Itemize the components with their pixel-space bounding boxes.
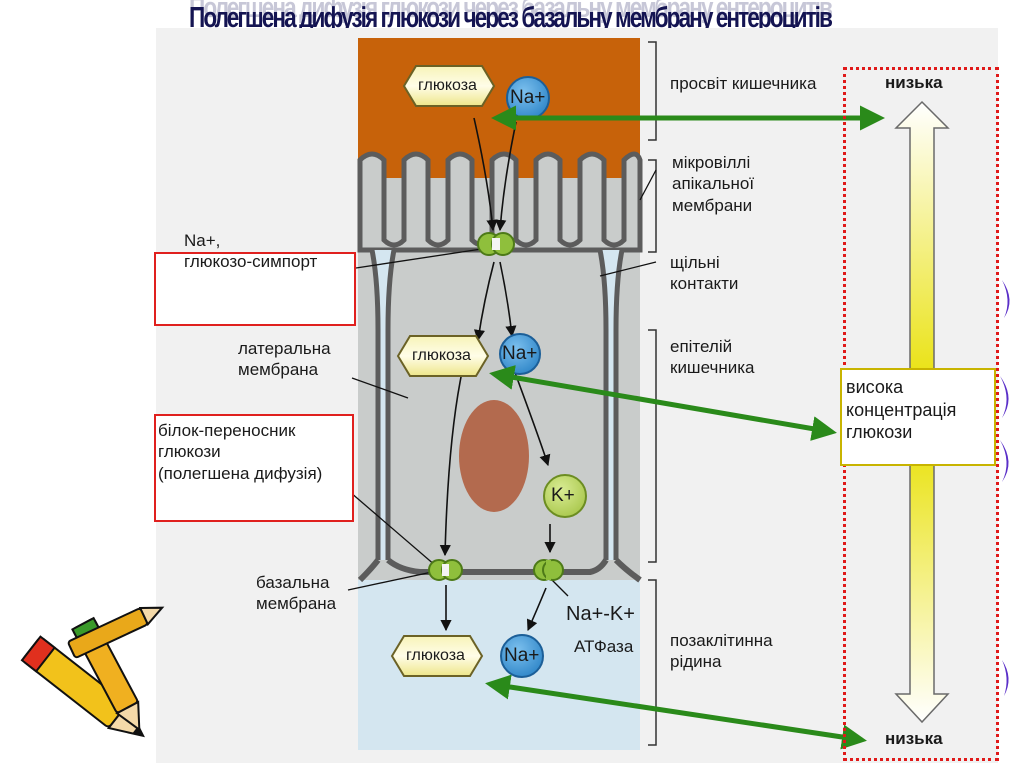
lateral-membranes bbox=[369, 249, 625, 560]
potassium-label: K+ bbox=[551, 485, 575, 506]
glucose-cell bbox=[396, 335, 490, 377]
leader-lines bbox=[347, 169, 657, 597]
sodium-fluid-label: Na+ bbox=[504, 645, 540, 666]
tight-junctions-label: щільні контакти bbox=[670, 253, 739, 294]
atpase-pump bbox=[533, 559, 564, 581]
concentration-high-label: висока концентрація глюкози bbox=[846, 377, 957, 442]
microvilli bbox=[357, 151, 643, 253]
decorative-marks bbox=[1000, 280, 1010, 696]
pencils-clipart bbox=[20, 606, 165, 738]
glucose-lumen bbox=[402, 65, 496, 107]
carrier-protein-label: білок-переносник глюкози (полегшена дифу… bbox=[158, 421, 323, 483]
sodium-lumen-label: Na+ bbox=[510, 87, 546, 108]
epithelium-label: епітелій кишечника bbox=[670, 337, 755, 378]
basal-membrane-label: базальна мембрана bbox=[256, 573, 337, 614]
glucose-lumen-label: глюкоза bbox=[418, 77, 477, 94]
symport-protein bbox=[477, 232, 515, 256]
potassium bbox=[543, 474, 587, 518]
basal-membrane-line bbox=[357, 557, 642, 583]
glut-carrier-protein bbox=[428, 559, 463, 581]
intestinal-lumen-label: просвіт кишечника bbox=[670, 74, 817, 93]
sodium-cell-label: Na+ bbox=[502, 343, 538, 364]
high-concentration-box bbox=[840, 368, 996, 466]
symport-label: Na+, глюкозо-симпорт bbox=[184, 231, 318, 272]
concentration-low-bottom: низька bbox=[885, 729, 943, 748]
intercellular-space-left bbox=[372, 250, 394, 560]
glucose-fluid-label: глюкоза bbox=[406, 647, 465, 664]
title-shadow: Полегшена дифузія глюкози через базальну… bbox=[189, 0, 833, 24]
lateral-membrane-label: латеральна мембрана bbox=[238, 339, 331, 380]
concentration-arrows bbox=[485, 105, 885, 750]
carrier-label-box bbox=[154, 414, 354, 522]
atpase-label: АТФаза bbox=[574, 637, 634, 656]
nucleus bbox=[459, 400, 529, 512]
region-brackets bbox=[648, 41, 657, 746]
interstitial-fluid-label: позаклітинна рідина bbox=[670, 631, 773, 672]
microvilli-label: мікровіллі апікальної мембрани bbox=[672, 153, 755, 215]
glucose-fluid bbox=[390, 635, 484, 677]
symport-label-box bbox=[154, 252, 356, 326]
atpase-ions-label: Na+-K+ bbox=[566, 603, 635, 625]
glucose-cell-label: глюкоза bbox=[412, 347, 471, 364]
concentration-low-top: низька bbox=[885, 73, 943, 92]
